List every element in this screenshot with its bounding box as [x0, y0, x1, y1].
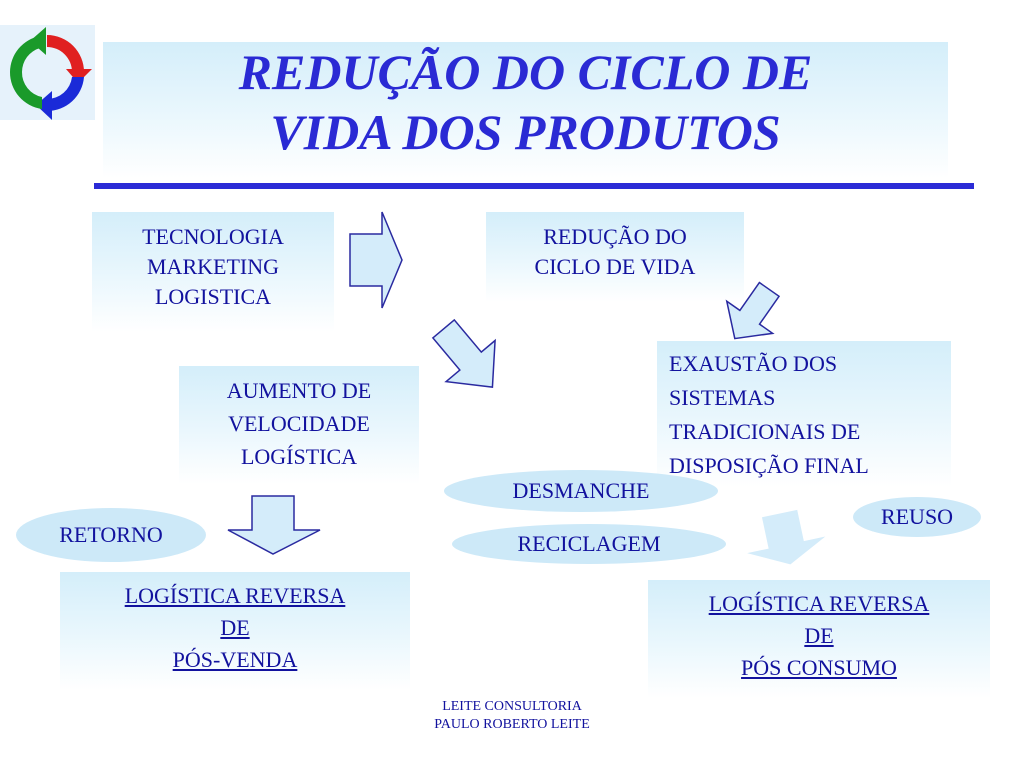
footer-line-2: PAULO ROBERTO LEITE [434, 717, 590, 732]
retorno-label: RETORNO [59, 522, 163, 547]
box-exhaustion-line-4: DISPOSIÇÃO FINAL [669, 453, 869, 478]
box-velocity-line-1: AUMENTO DE [226, 378, 372, 403]
page-title: REDUÇÃO DO CICLO DE VIDA DOS PRODUTOS [103, 42, 948, 162]
arrow-down-left [431, 318, 496, 388]
arrow-down-right [725, 281, 781, 340]
ellipse-retorno: RETORNO [16, 508, 206, 562]
box-drivers-line-3: LOGISTICA [154, 284, 272, 309]
box-drivers: TECNOLOGIA MARKETING LOGISTICA [92, 212, 334, 332]
post-sale-line-3: PÓS-VENDA [172, 647, 298, 672]
ellipse-reciclagem: RECICLAGEM [452, 524, 726, 564]
box-disposal-exhaustion: EXAUSTÃO DOS SISTEMAS TRADICIONAIS DE DI… [657, 341, 951, 487]
ellipse-reuso: REUSO [853, 497, 981, 537]
desmanche-label: DESMANCHE [512, 478, 650, 503]
box-velocity-line-3: LOGÍSTICA [240, 444, 358, 469]
box-reduction-line-2: CICLO DE VIDA [534, 254, 696, 279]
arrow-down-right-column [747, 509, 826, 565]
box-reverse-logistics-post-sale: LOGÍSTICA REVERSA DE PÓS-VENDA [60, 572, 410, 690]
box-exhaustion-line-1: EXAUSTÃO DOS [669, 351, 838, 376]
title-underline [94, 183, 974, 189]
post-consumption-line-2: DE [804, 623, 834, 648]
box-velocity-line-2: VELOCIDADE [228, 411, 370, 436]
post-sale-line-1: LOGÍSTICA REVERSA [124, 583, 346, 608]
reuso-label: REUSO [880, 504, 954, 529]
box-exhaustion-line-3: TRADICIONAIS DE [669, 419, 861, 444]
ellipse-desmanche: DESMANCHE [444, 470, 718, 512]
arrow-right [349, 211, 403, 309]
title-line-1: REDUÇÃO DO CICLO DE [238, 44, 813, 100]
post-consumption-line-3: PÓS CONSUMO [741, 655, 897, 680]
box-drivers-line-2: MARKETING [147, 254, 279, 279]
post-consumption-line-1: LOGÍSTICA REVERSA [708, 591, 930, 616]
post-sale-line-2: DE [220, 615, 250, 640]
footer-line-1: LEITE CONSULTORIA [442, 699, 582, 714]
box-reverse-logistics-post-consumption: LOGÍSTICA REVERSA DE PÓS CONSUMO [648, 580, 990, 698]
reciclagem-label: RECICLAGEM [517, 531, 661, 556]
arrow-down-left-column [227, 495, 321, 555]
box-exhaustion-line-2: SISTEMAS [669, 385, 776, 410]
title-background [103, 42, 948, 178]
box-reduction-line-1: REDUÇÃO DO [543, 224, 687, 249]
footer-credit: LEITE CONSULTORIA PAULO ROBERTO LEITE [380, 698, 644, 734]
box-life-cycle-reduction: REDUÇÃO DO CICLO DE VIDA [486, 212, 744, 302]
title-line-2: VIDA DOS PRODUTOS [270, 104, 781, 160]
box-drivers-line-1: TECNOLOGIA [142, 224, 284, 249]
recycle-arrows-icon [9, 27, 92, 120]
recycle-logo [0, 25, 95, 120]
box-logistics-velocity: AUMENTO DE VELOCIDADE LOGÍSTICA [179, 366, 419, 484]
